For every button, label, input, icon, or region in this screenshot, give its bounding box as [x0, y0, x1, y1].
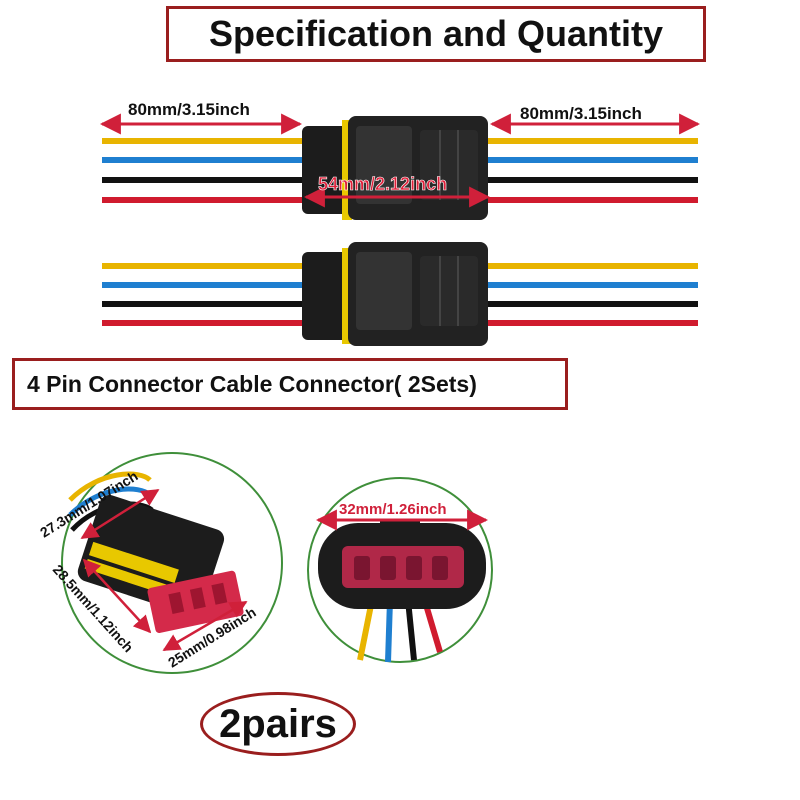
bottom-connector-body: [302, 242, 488, 346]
product-subtitle: 4 Pin Connector Cable Connector( 2Sets): [27, 370, 477, 397]
page-title-box: Specification and Quantity: [166, 6, 706, 62]
quantity-label: 2pairs: [219, 701, 337, 746]
page-title: Specification and Quantity: [208, 13, 664, 54]
quantity-badge: 2pairs: [200, 692, 356, 756]
side-view-detail: [61, 452, 283, 674]
connector-length-label: 54mm/2.12inch: [318, 174, 447, 194]
right-wire-length-label: 80mm/3.15inch: [520, 104, 642, 123]
bottom-connector-wires: [102, 263, 698, 326]
left-wire-length-label: 80mm/3.15inch: [128, 100, 250, 119]
front-view-detail: [307, 477, 493, 663]
top-connector-wires: [102, 138, 698, 203]
top-connector-body: [302, 116, 488, 220]
subtitle-box: 4 Pin Connector Cable Connector( 2Sets): [12, 358, 568, 410]
face-width-label: 32mm/1.26inch: [339, 501, 447, 518]
